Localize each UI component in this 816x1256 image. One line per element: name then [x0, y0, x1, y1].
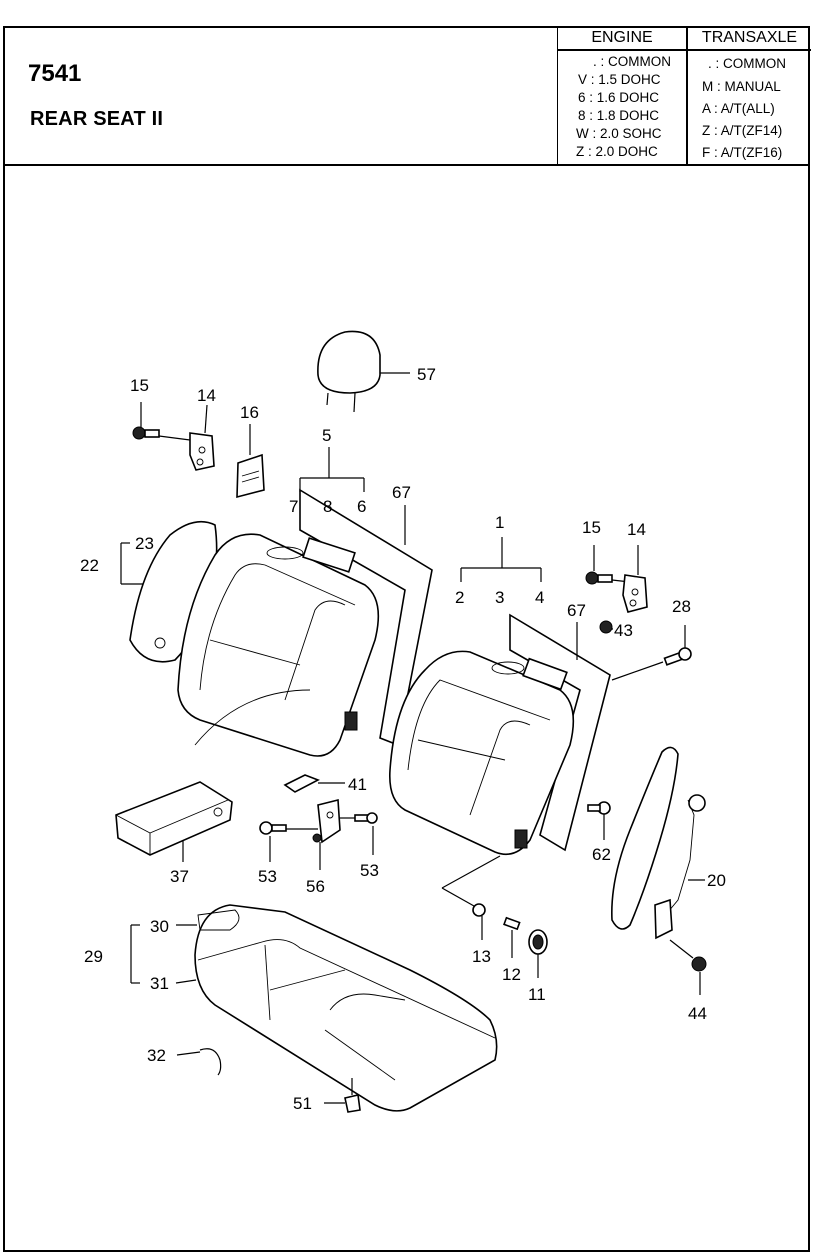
leader-group-1	[460, 537, 542, 582]
seatbelt-cover-part-20	[611, 746, 706, 940]
callout-3: 3	[495, 588, 504, 607]
trim-part-41	[283, 774, 345, 793]
callout-20: 20	[707, 871, 726, 890]
clip-part-62	[587, 801, 611, 840]
callout-13: 13	[472, 947, 491, 966]
plate-part-16	[236, 424, 265, 499]
nut-part-43	[599, 620, 613, 634]
bolt-part-15-left	[132, 402, 191, 441]
engine-row: 6 : 1.6 DOHC	[578, 90, 660, 105]
engine-row: . : COMMON	[593, 54, 671, 69]
callout-12: 12	[502, 965, 521, 984]
callout-8: 8	[323, 497, 332, 516]
transaxle-row: A : A/T(ALL)	[702, 101, 775, 116]
bolt-part-53-left	[259, 821, 318, 862]
callout-1: 1	[495, 513, 504, 532]
callout-43: 43	[614, 621, 633, 640]
bolt-part-53-right	[340, 812, 378, 855]
transaxle-row: M : MANUAL	[702, 79, 781, 94]
callout-5: 5	[322, 426, 331, 445]
callout-29: 29	[84, 947, 103, 966]
callout-57: 57	[417, 365, 436, 384]
engine-row: W : 2.0 SOHC	[576, 126, 662, 141]
callout-22: 22	[80, 556, 99, 575]
callout-67-left: 67	[392, 483, 411, 502]
callout-32: 32	[147, 1046, 166, 1065]
callout-51: 51	[293, 1094, 312, 1113]
armrest-part-37	[115, 781, 233, 862]
catalog-code: 7541	[28, 60, 82, 87]
bolt-part-15-right	[585, 545, 631, 585]
callout-37: 37	[170, 867, 189, 886]
callout-44: 44	[688, 1004, 707, 1023]
spacer-part-12	[503, 916, 521, 958]
callout-62: 62	[592, 845, 611, 864]
callout-28: 28	[672, 597, 691, 616]
transaxle-row: F : A/T(ZF16)	[702, 145, 783, 160]
transaxle-row: . : COMMON	[708, 56, 786, 71]
callout-2: 2	[455, 588, 464, 607]
page-title: REAR SEAT II	[30, 108, 164, 130]
hinge-part-56	[312, 798, 341, 870]
callout-56: 56	[306, 877, 325, 896]
callout-15-left: 15	[130, 376, 149, 395]
bolt-part-28	[663, 625, 692, 666]
callout-31: 31	[150, 974, 169, 993]
callout-11: 11	[528, 985, 546, 1004]
bracket-part-14-left	[189, 404, 215, 471]
callout-23: 23	[135, 534, 154, 553]
seatback-frame-part-67-right	[509, 613, 611, 852]
seat-cushion-part-29	[130, 904, 498, 1112]
cover-part-11	[528, 929, 548, 978]
callout-30: 30	[150, 917, 169, 936]
engine-row: V : 1.5 DOHC	[578, 72, 661, 87]
page-frame	[3, 26, 810, 1252]
callout-14-right: 14	[627, 520, 646, 539]
seatback-part-left	[177, 533, 380, 757]
engine-row: 8 : 1.8 DOHC	[578, 108, 660, 123]
seatback-frame-part-67-left	[299, 488, 433, 747]
bracket-part-14-right	[622, 545, 648, 613]
callout-41: 41	[348, 775, 367, 794]
leader-group-5	[299, 447, 365, 492]
callout-4: 4	[535, 588, 544, 607]
bushing-part-13	[441, 855, 501, 940]
callout-16: 16	[240, 403, 259, 422]
header-box	[3, 26, 810, 166]
clip-part-51	[324, 1078, 361, 1113]
transaxle-header: TRANSAXLE	[701, 29, 798, 46]
callout-53-right: 53	[360, 861, 379, 880]
nut-part-44	[669, 939, 707, 995]
engine-row: Z : 2.0 DOHC	[576, 144, 658, 159]
transaxle-row: Z : A/T(ZF14)	[702, 123, 783, 138]
callout-15-right: 15	[582, 518, 601, 537]
callout-53-left: 53	[258, 867, 277, 886]
wire-part-32	[176, 1048, 222, 1076]
callout-14-left: 14	[197, 386, 216, 405]
seatback-part-right	[388, 650, 664, 856]
callout-6: 6	[357, 497, 366, 516]
headrest-part-57	[317, 330, 410, 413]
callout-7: 7	[289, 497, 298, 516]
callout-67-right: 67	[567, 601, 586, 620]
engine-header: ENGINE	[591, 29, 653, 46]
spec-legend: ENGINE TRANSAXLE . : COMMON V : 1.5 DOHC…	[557, 28, 811, 164]
